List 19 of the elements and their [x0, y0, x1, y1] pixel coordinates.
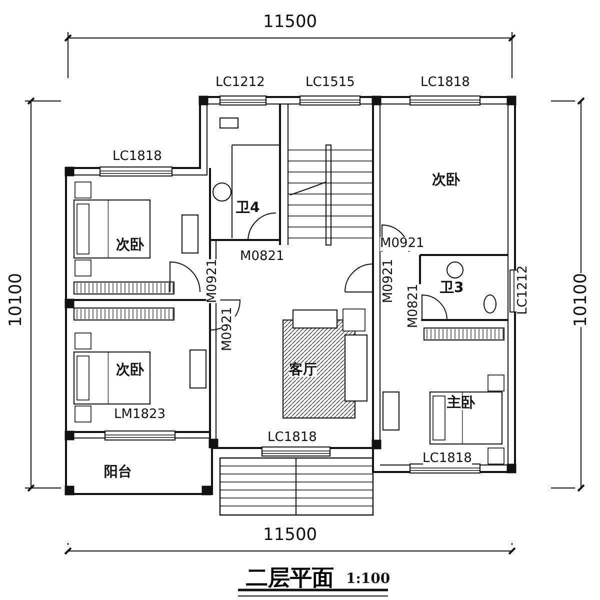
- room-label: 次卧: [116, 238, 144, 252]
- room-label: 次卧: [116, 363, 144, 377]
- room-label: 次卧: [432, 173, 460, 187]
- scale-text: 1:100: [346, 572, 390, 586]
- opening-code: M0921: [206, 258, 220, 304]
- room-label: 主卧: [447, 396, 475, 410]
- opening-code: LC1818: [422, 452, 472, 466]
- dimension-text: 10100: [574, 272, 588, 328]
- dimension-text: 10100: [9, 272, 24, 328]
- room-label: 卫3: [440, 281, 464, 295]
- opening-code: M0921: [380, 237, 424, 251]
- room-label: 卫4: [236, 201, 260, 215]
- opening-code: M0821: [407, 284, 422, 328]
- dimension-text: 11500: [263, 528, 318, 542]
- room-label: 客厅: [289, 363, 317, 377]
- drawing-title: 二层平面: [246, 566, 334, 590]
- room-label: 阳台: [104, 465, 132, 479]
- dimension-text: 11500: [263, 15, 318, 29]
- opening-code: M0921: [221, 306, 236, 352]
